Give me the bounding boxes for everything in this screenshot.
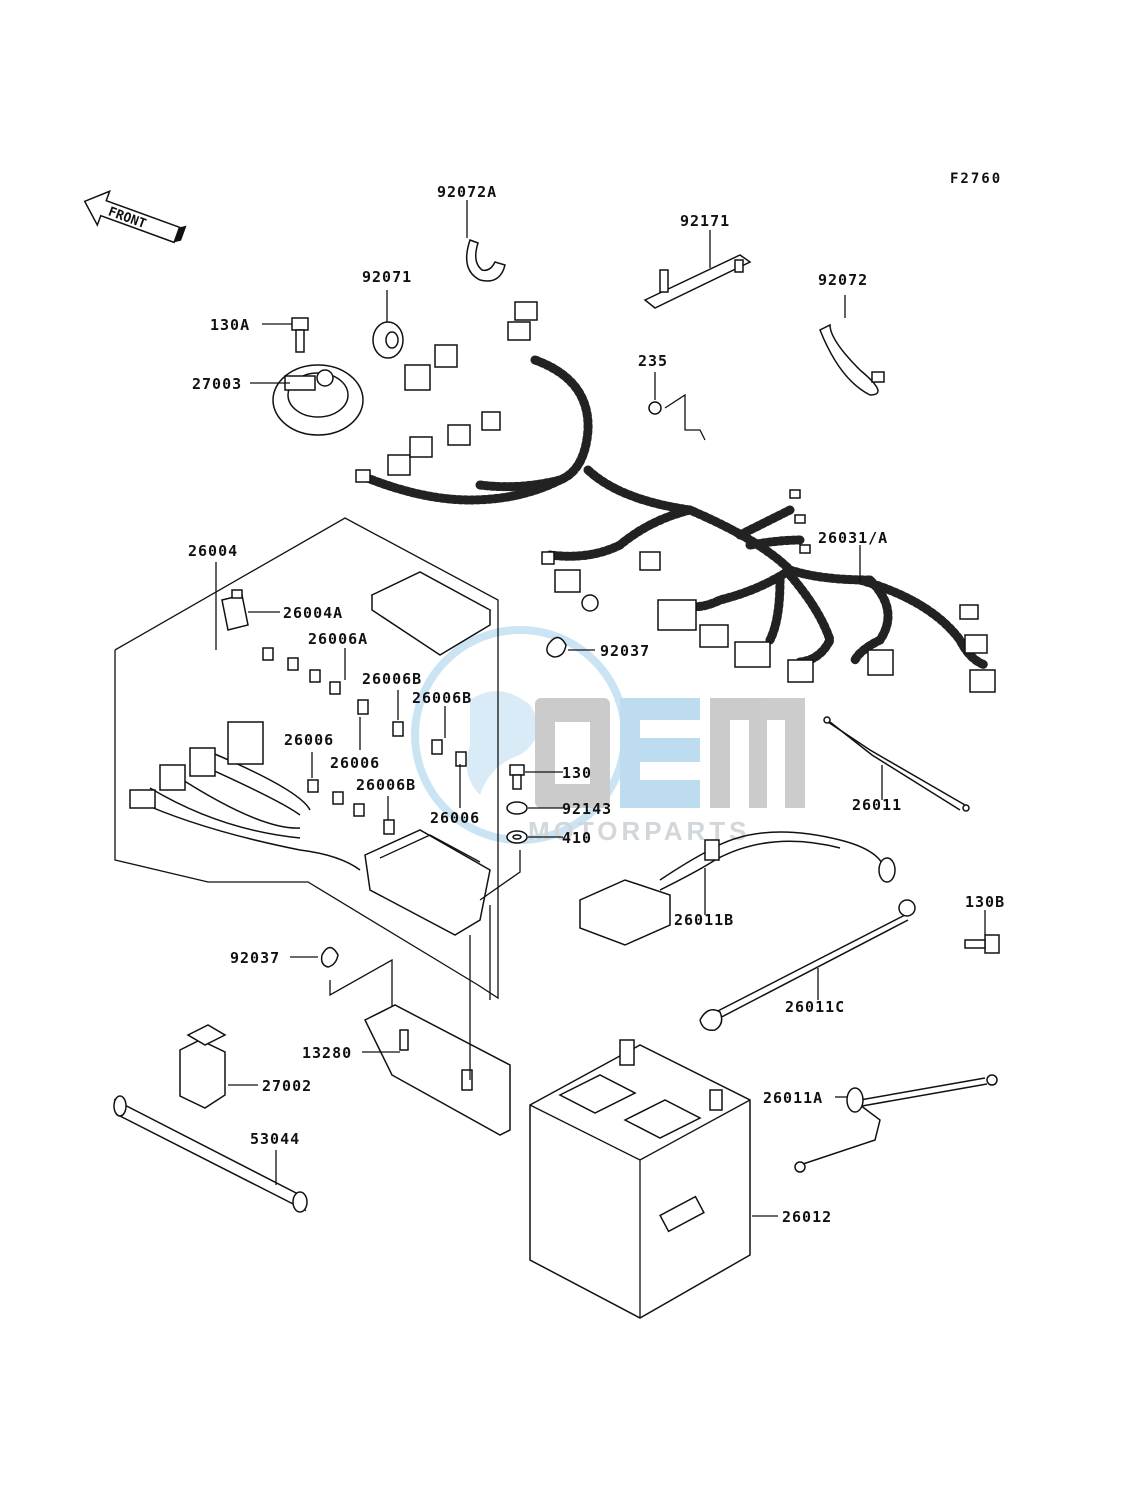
label-92171: 92171 [680, 212, 730, 230]
grommet-92071-icon [372, 321, 404, 359]
fuse-set-26006-icon [307, 699, 467, 835]
label-26006b-2: 26006B [412, 689, 472, 707]
label-26011: 26011 [852, 796, 902, 814]
relay-27002-icon [179, 1024, 227, 1109]
label-410: 410 [562, 829, 592, 847]
label-26004: 26004 [188, 542, 238, 560]
starter-relay-26011b-icon [579, 831, 896, 946]
washer-410-icon [506, 830, 528, 844]
label-92071: 92071 [362, 268, 412, 286]
clip-92037-bottom-icon [320, 946, 339, 968]
label-27003: 27003 [192, 375, 242, 393]
label-130: 130 [562, 764, 592, 782]
front-arrow-icon: FRONT [83, 189, 187, 244]
label-26006b-3: 26006B [356, 776, 416, 794]
bracket-13280-icon [363, 1004, 511, 1136]
fuse-set-26006a-icon [262, 647, 341, 695]
battery-26012-icon [529, 1039, 751, 1319]
label-26011a: 26011A [763, 1089, 823, 1107]
screw-235-icon [648, 393, 706, 441]
label-26011c: 26011C [785, 998, 845, 1016]
label-92072: 92072 [818, 271, 868, 289]
label-130a: 130A [210, 316, 250, 334]
label-26006-2: 26006 [330, 754, 380, 772]
watermark-logo: MOTORPARTS [411, 626, 805, 846]
band-92072a-icon [465, 239, 506, 282]
label-26004a: 26004A [283, 604, 343, 622]
cable-26011a-icon [794, 1074, 998, 1173]
fuse-box-frame [114, 517, 499, 1000]
figure-code: F2760 [950, 171, 1002, 187]
collar-92143-icon [506, 801, 528, 815]
band-92072-icon [819, 323, 879, 396]
label-26011b: 26011B [674, 911, 734, 929]
bolt-130-icon [509, 764, 525, 790]
tube-53044-icon [113, 1095, 308, 1213]
label-92037-bottom: 92037 [230, 949, 280, 967]
label-26031a: 26031/A [818, 529, 888, 547]
fuse-box-harness-icon [129, 721, 491, 936]
bracket-92171-icon [643, 254, 752, 309]
relay-26004a-icon [221, 589, 249, 631]
bolt-130b-icon [964, 934, 1000, 954]
main-wiring-harness [355, 301, 996, 693]
bolt-130a-icon [291, 317, 309, 353]
label-26006a: 26006A [308, 630, 368, 648]
label-92037-top: 92037 [600, 642, 650, 660]
label-92143: 92143 [562, 800, 612, 818]
label-26006-1: 26006 [284, 731, 334, 749]
label-27002: 27002 [262, 1077, 312, 1095]
label-53044: 53044 [250, 1130, 300, 1148]
label-130b: 130B [965, 893, 1005, 911]
label-13280: 13280 [302, 1044, 352, 1062]
label-26006-3: 26006 [430, 809, 480, 827]
label-235: 235 [638, 352, 668, 370]
label-92072a: 92072A [437, 183, 497, 201]
label-26006b-1: 26006B [362, 670, 422, 688]
horn-27003-icon [272, 364, 364, 436]
clip-92037-top-icon [546, 636, 567, 658]
leader-lines [215, 200, 986, 1217]
cable-26011-icon [823, 716, 970, 812]
label-26012: 26012 [782, 1208, 832, 1226]
cable-26011c-icon [699, 899, 916, 1032]
